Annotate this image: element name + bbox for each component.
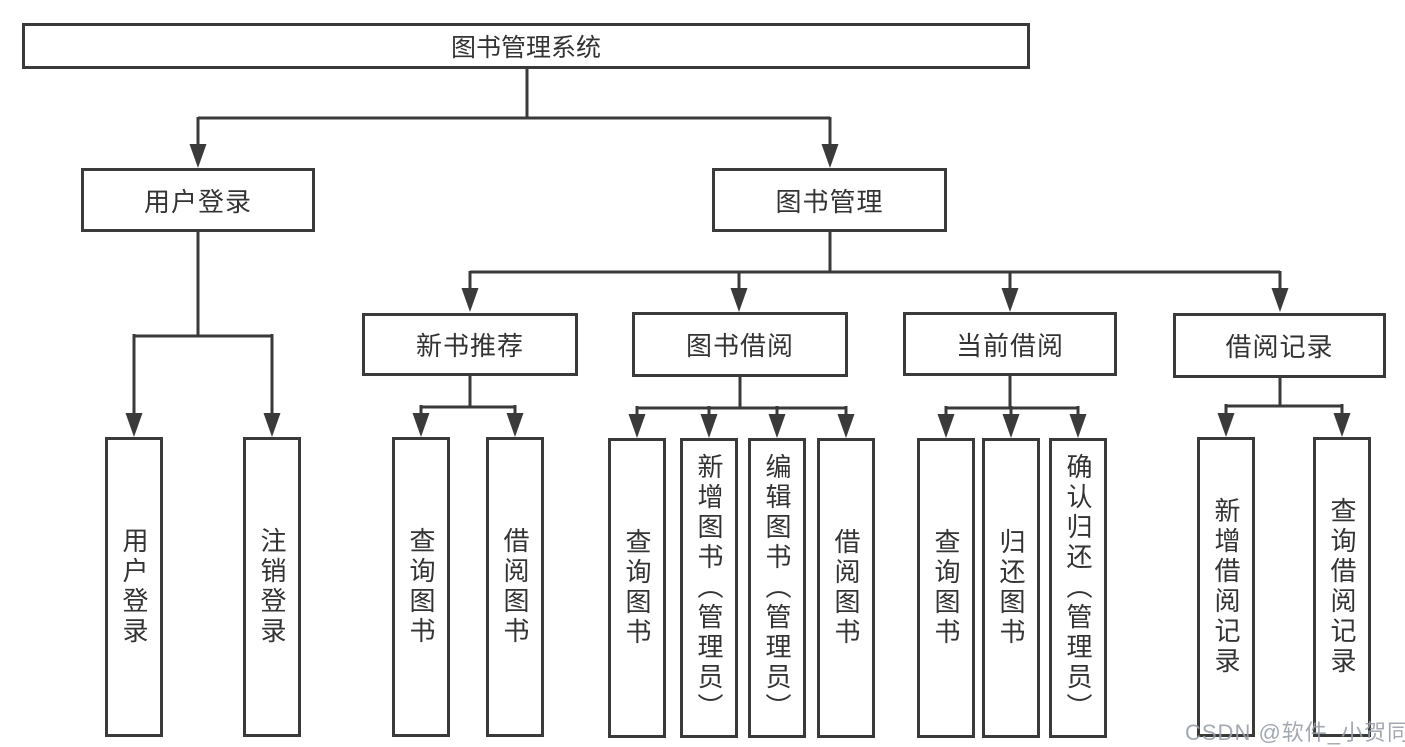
leaf-borrow-books-label: 借阅图书 [831, 528, 861, 648]
arrowhead-icons [125, 144, 1351, 438]
leaf-add-borrow-record: 新增借阅记录 [1197, 437, 1255, 737]
leaf-return-books-label: 归还图书 [996, 528, 1026, 648]
node-current-borrow: 当前借阅 [903, 312, 1117, 376]
leaf-recommend-query-books: 查询图书 [392, 437, 450, 737]
leaf-confirm-return-admin-label: 确认归还（管理员） [1063, 453, 1093, 723]
leaf-add-books-admin-label: 新增图书（管理员） [694, 453, 724, 723]
node-user-login: 用户登录 [81, 168, 315, 232]
leaf-current-query-books-label: 查询图书 [931, 528, 961, 648]
node-new-book-recommend-label: 新书推荐 [415, 331, 524, 361]
node-new-book-recommend: 新书推荐 [362, 313, 578, 376]
leaf-logout: 注销登录 [243, 437, 301, 737]
node-book-borrow: 图书借阅 [632, 312, 848, 377]
leaf-borrow-books: 借阅图书 [817, 438, 875, 738]
leaf-edit-books-admin: 编辑图书（管理员） [748, 438, 806, 738]
node-root-library-system: 图书管理系统 [22, 23, 1030, 69]
leaf-return-books: 归还图书 [982, 438, 1040, 738]
leaf-logout-label: 注销登录 [257, 527, 287, 647]
leaf-user-login: 用户登录 [105, 437, 163, 737]
node-borrow-records-label: 借阅记录 [1225, 332, 1334, 362]
node-current-borrow-label: 当前借阅 [955, 330, 1064, 361]
leaf-add-books-admin: 新增图书（管理员） [680, 438, 738, 738]
leaf-user-login-label: 用户登录 [119, 527, 149, 647]
leaf-query-borrow-record: 查询借阅记录 [1313, 437, 1371, 737]
leaf-edit-books-admin-label: 编辑图书（管理员） [762, 453, 792, 723]
node-user-login-label: 用户登录 [143, 186, 252, 217]
node-book-borrow-label: 图书借阅 [685, 331, 794, 361]
leaf-recommend-borrow-books-label: 借阅图书 [500, 527, 530, 647]
node-root-label: 图书管理系统 [450, 34, 601, 62]
leaf-query-borrow-record-label: 查询借阅记录 [1327, 497, 1357, 677]
leaf-add-borrow-record-label: 新增借阅记录 [1211, 497, 1241, 677]
node-book-management-label: 图书管理 [775, 186, 884, 217]
node-borrow-records: 借阅记录 [1173, 313, 1386, 378]
leaf-current-query-books: 查询图书 [917, 438, 975, 738]
leaf-confirm-return-admin: 确认归还（管理员） [1049, 438, 1107, 738]
leaf-recommend-query-books-label: 查询图书 [406, 527, 436, 647]
leaf-recommend-borrow-books: 借阅图书 [486, 437, 544, 737]
leaf-borrow-query-books-label: 查询图书 [622, 528, 652, 648]
leaf-borrow-query-books: 查询图书 [608, 438, 666, 738]
node-book-management: 图书管理 [712, 168, 947, 232]
